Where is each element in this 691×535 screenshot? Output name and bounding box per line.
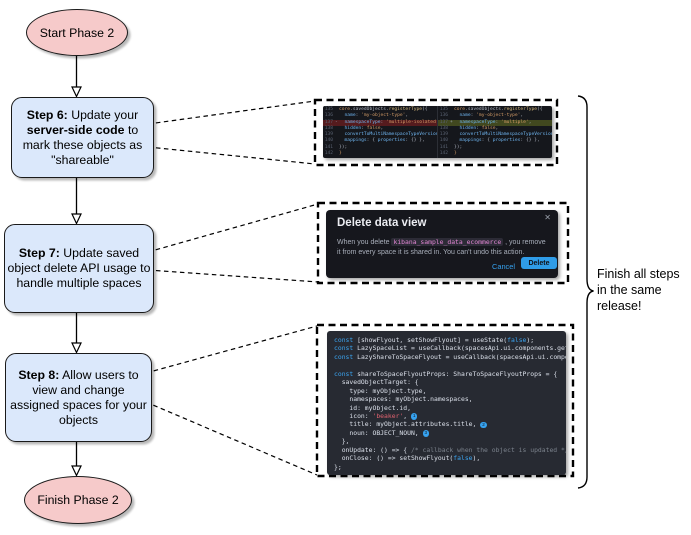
close-icon[interactable]: ✕: [544, 213, 551, 222]
connector-step6-top: [147, 100, 316, 125]
start-node: Start Phase 2: [26, 9, 128, 56]
arrowhead-step7: [71, 213, 82, 225]
arrowhead-step6: [71, 86, 82, 98]
callout-connectors: [145, 100, 319, 476]
curly-brace: [577, 95, 594, 489]
modal-title: Delete data view: [337, 217, 427, 229]
step7-label: Step 7: Update saved object delete API u…: [7, 246, 151, 290]
cancel-button[interactable]: Cancel: [492, 262, 516, 271]
flyout-code-screenshot: const [showFlyout, setShowFlyout] = useS…: [327, 331, 566, 475]
finish-node: Finish Phase 2: [24, 476, 132, 524]
connector-step7-bottom: [147, 269, 319, 283]
connector-step8-bottom: [145, 401, 318, 476]
arrowhead-step8: [71, 342, 82, 354]
step8-node: Step 8: Allow users to view and change a…: [5, 353, 152, 442]
finish-node-label: Finish Phase 2: [37, 493, 119, 507]
connector-step7-top: [147, 203, 319, 253]
step6-node: Step 6: Update your server-side code to …: [11, 97, 154, 178]
delete-modal-screenshot: Delete data view ✕ When you delete kiban…: [326, 210, 558, 278]
step7-node: Step 7: Update saved object delete API u…: [4, 224, 154, 313]
brace-note: Finish all steps in the same release!: [597, 267, 680, 313]
arrowhead-finish: [71, 465, 82, 477]
delete-button[interactable]: Delete: [521, 257, 557, 269]
start-node-label: Start Phase 2: [39, 25, 115, 40]
connector-step6-bottom: [147, 146, 316, 165]
modal-body-text: When you delete kibana_sample_data_ecomm…: [337, 238, 546, 256]
connector-step8-top: [145, 325, 318, 374]
step6-label: Step 6: Update your server-side code to …: [22, 107, 143, 167]
step8-label: Step 8: Allow users to view and change a…: [10, 367, 147, 427]
